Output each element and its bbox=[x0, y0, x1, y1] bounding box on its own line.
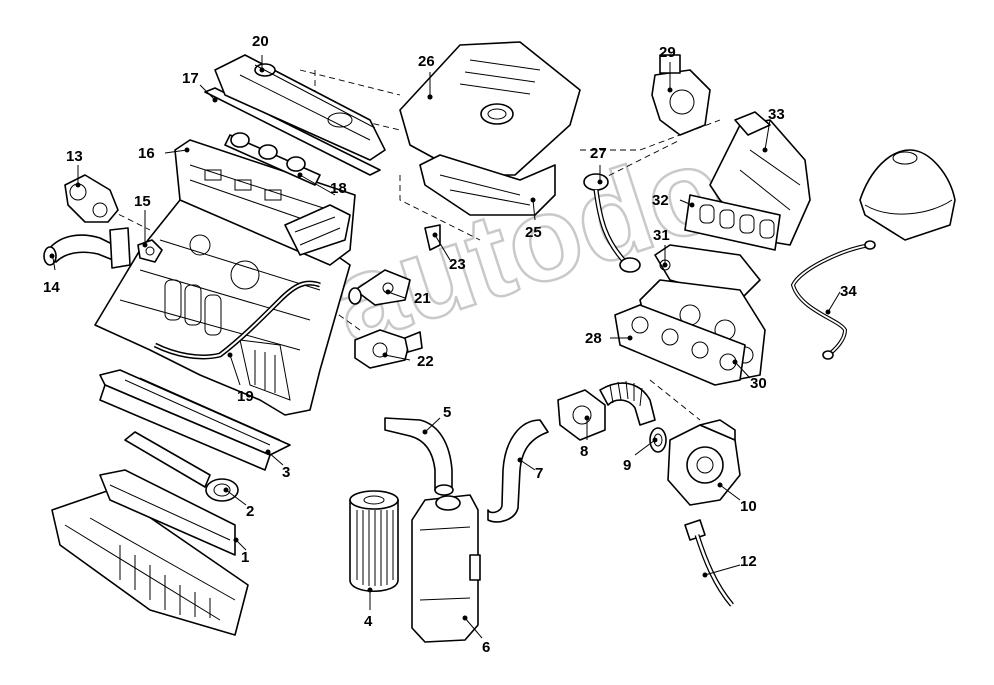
part-sensor-21 bbox=[348, 269, 411, 306]
part-throttle-body bbox=[651, 54, 711, 136]
part-exhaust-gasket bbox=[614, 304, 746, 386]
callout-6: 6 bbox=[482, 639, 490, 656]
part-coolant-pipe bbox=[43, 227, 131, 269]
part-sensor-22 bbox=[354, 329, 423, 369]
callout-7: 7 bbox=[535, 465, 543, 482]
part-oil-pan bbox=[51, 469, 249, 636]
callout-10: 10 bbox=[740, 498, 757, 515]
callout-3: 3 bbox=[282, 464, 290, 481]
part-reservoir-cap bbox=[859, 149, 956, 241]
part-camshaft bbox=[224, 132, 351, 256]
callout-23: 23 bbox=[449, 256, 466, 273]
part-oil-return-pipe bbox=[684, 519, 734, 607]
callout-25: 25 bbox=[525, 224, 542, 241]
callout-22: 22 bbox=[417, 353, 434, 370]
part-intake-gasket bbox=[684, 194, 781, 251]
part-dipstick-tube bbox=[153, 280, 321, 360]
part-oil-cooler bbox=[411, 494, 481, 643]
part-valve-cover-gasket bbox=[204, 87, 381, 176]
callout-2: 2 bbox=[246, 503, 254, 520]
callout-15: 15 bbox=[134, 193, 151, 210]
part-bracket-31 bbox=[654, 244, 761, 301]
part-hose-5 bbox=[384, 417, 454, 496]
callout-16: 16 bbox=[138, 145, 155, 162]
callout-26: 26 bbox=[418, 53, 435, 70]
callout-14: 14 bbox=[43, 279, 60, 296]
callout-27: 27 bbox=[590, 145, 607, 162]
part-flex-pipe bbox=[599, 380, 656, 426]
part-engine-cover bbox=[399, 41, 581, 176]
part-hose-7 bbox=[487, 419, 549, 523]
callout-1: 1 bbox=[241, 549, 249, 566]
part-pipe-34 bbox=[790, 240, 876, 360]
callout-32: 32 bbox=[652, 192, 669, 209]
part-cover-bracket bbox=[419, 154, 556, 216]
part-oil-filter bbox=[349, 490, 399, 592]
part-oil-pickup bbox=[124, 431, 239, 502]
callout-21: 21 bbox=[414, 290, 431, 307]
part-injector-23 bbox=[424, 224, 441, 251]
callout-4: 4 bbox=[364, 613, 373, 630]
callout-9: 9 bbox=[623, 457, 631, 474]
part-coupling-9 bbox=[649, 427, 667, 453]
callout-8: 8 bbox=[580, 443, 588, 460]
part-valve-cover bbox=[214, 54, 386, 161]
callout-19: 19 bbox=[237, 388, 254, 405]
callout-5: 5 bbox=[443, 404, 451, 421]
callout-13: 13 bbox=[66, 148, 83, 165]
callout-33: 33 bbox=[768, 106, 785, 123]
part-egr-pipe bbox=[583, 173, 641, 273]
callout-leaders bbox=[49, 55, 841, 639]
part-egr-valve bbox=[557, 389, 606, 441]
callout-12: 12 bbox=[740, 553, 757, 570]
callout-20: 20 bbox=[252, 33, 269, 50]
callout-30: 30 bbox=[750, 375, 767, 392]
callout-34: 34 bbox=[840, 283, 857, 300]
callout-29: 29 bbox=[659, 44, 676, 61]
part-water-pump bbox=[64, 174, 119, 223]
callout-17: 17 bbox=[182, 70, 199, 87]
part-oil-tray bbox=[99, 369, 291, 471]
callout-31: 31 bbox=[653, 227, 670, 244]
callout-18: 18 bbox=[330, 180, 347, 197]
callout-numbers: 1 2 3 4 5 6 7 8 9 10 12 13 14 15 16 17 1… bbox=[43, 33, 857, 656]
callout-28: 28 bbox=[585, 330, 602, 347]
